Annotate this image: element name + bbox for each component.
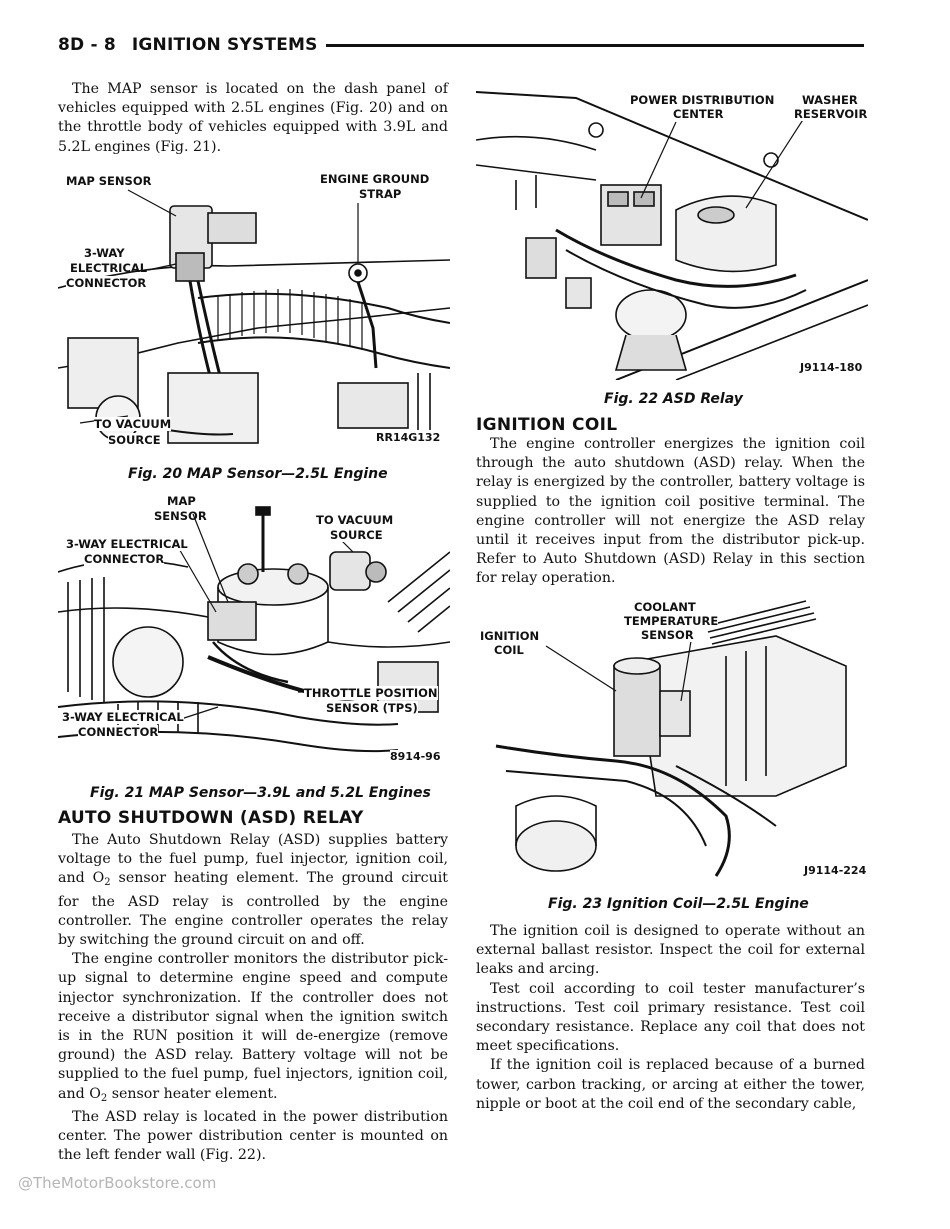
coil-body-top: The engine controller energizes the igni… bbox=[476, 435, 865, 589]
fig23-illustration bbox=[495, 600, 847, 877]
coil-paragraph-4: If the ignition coil is replaced because… bbox=[476, 1057, 865, 1112]
fig23-caption: Fig. 23 Ignition Coil—2.5L Engine bbox=[548, 896, 809, 912]
fig22-label-washer-1: WASHER bbox=[802, 93, 858, 107]
fig20-illustration bbox=[58, 189, 450, 444]
fig20-label-connector-1: 3-WAY bbox=[84, 246, 125, 260]
intro-paragraph: The MAP sensor is located on the dash pa… bbox=[58, 81, 448, 155]
fig21-label-vacuum-2: SOURCE bbox=[330, 528, 383, 542]
fig21-label-conn-bottom-2: CONNECTOR bbox=[78, 725, 159, 739]
fig22-label-pdc-2: CENTER bbox=[673, 107, 724, 121]
fig22-caption: Fig. 22 ASD Relay bbox=[604, 391, 743, 407]
fig21-label-conn-top-2: CONNECTOR bbox=[84, 552, 165, 566]
fig23-code: J9114-224 bbox=[804, 864, 867, 877]
fig21-illustration bbox=[58, 506, 450, 753]
coil-paragraph-3: Test coil according to coil tester manuf… bbox=[476, 980, 865, 1055]
asd-paragraph-3: The ASD relay is located in the power di… bbox=[58, 1108, 448, 1164]
figure-23: COOLANT TEMPERATURE SENSOR IGNITION COIL… bbox=[476, 596, 868, 886]
fig23-label-coolant-1: COOLANT bbox=[634, 600, 696, 614]
watermark: @TheMotorBookstore.com bbox=[18, 1174, 217, 1192]
fig21-label-conn-bottom-1: 3-WAY ELECTRICAL bbox=[62, 710, 184, 724]
coil-paragraph-1: The engine controller energizes the igni… bbox=[476, 436, 865, 587]
asd-body: The Auto Shutdown Relay (ASD) supplies b… bbox=[58, 831, 448, 1165]
fig20-label-ground-strap-2: STRAP bbox=[359, 187, 402, 201]
figure-20: MAP SENSOR ENGINE GROUND STRAP 3-WAY ELE… bbox=[58, 168, 450, 453]
fig20-label-vacuum-1: TO VACUUM bbox=[94, 417, 172, 431]
page-number: 8D - 8 bbox=[58, 35, 116, 55]
section-title: IGNITION SYSTEMS bbox=[131, 35, 318, 55]
asd-paragraph-1: The Auto Shutdown Relay (ASD) supplies b… bbox=[58, 832, 448, 949]
fig20-label-ground-strap-1: ENGINE GROUND bbox=[320, 172, 430, 186]
fig22-illustration bbox=[476, 91, 868, 380]
fig21-label-tps-1: THROTTLE POSITION bbox=[304, 686, 438, 700]
fig21-label-map-2: SENSOR bbox=[154, 509, 207, 523]
fig22-label-washer-2: RESERVOIR bbox=[794, 107, 868, 121]
fig23-label-coil-2: COIL bbox=[494, 643, 524, 657]
fig23-label-coolant-3: SENSOR bbox=[641, 628, 694, 642]
fig21-label-vacuum-1: TO VACUUM bbox=[316, 513, 394, 527]
fig20-label-vacuum-2: SOURCE bbox=[108, 433, 161, 447]
fig21-caption: Fig. 21 MAP Sensor—3.9L and 5.2L Engines bbox=[90, 785, 431, 801]
coil-body-bottom: The ignition coil is designed to operate… bbox=[476, 922, 865, 1114]
fig22-label-pdc-1: POWER DISTRIBUTION bbox=[630, 93, 775, 107]
fig20-code: RR14G132 bbox=[376, 431, 441, 444]
fig21-code: 8914-96 bbox=[390, 750, 441, 763]
fig20-label-map-sensor: MAP SENSOR bbox=[66, 174, 152, 188]
header-rule bbox=[325, 43, 864, 47]
fig21-label-conn-top-1: 3-WAY ELECTRICAL bbox=[66, 537, 188, 551]
fig20-label-connector-2: ELECTRICAL bbox=[70, 261, 148, 275]
coil-heading: IGNITION COIL bbox=[476, 415, 618, 435]
fig23-label-coil-1: IGNITION bbox=[480, 629, 540, 643]
fig22-code: J9114-180 bbox=[800, 361, 863, 374]
coil-paragraph-2: The ignition coil is designed to operate… bbox=[476, 923, 865, 978]
figure-21: MAP SENSOR TO VACUUM SOURCE 3-WAY ELECTR… bbox=[58, 492, 450, 770]
page-header: 8D - 8 IGNITION SYSTEMS bbox=[58, 32, 864, 58]
asd-paragraph-2: The engine controller monitors the distr… bbox=[58, 951, 448, 1104]
fig20-caption: Fig. 20 MAP Sensor—2.5L Engine bbox=[128, 466, 388, 482]
fig23-label-coolant-2: TEMPERATURE bbox=[624, 614, 719, 628]
figure-22: POWER DISTRIBUTION CENTER WASHER RESERVO… bbox=[476, 80, 868, 380]
left-column: The MAP sensor is located on the dash pa… bbox=[58, 80, 448, 157]
asd-heading: AUTO SHUTDOWN (ASD) RELAY bbox=[58, 808, 364, 828]
fig21-label-tps-2: SENSOR (TPS) bbox=[326, 701, 418, 715]
fig21-label-map-1: MAP bbox=[167, 494, 196, 508]
fig20-label-connector-3: CONNECTOR bbox=[66, 276, 147, 290]
